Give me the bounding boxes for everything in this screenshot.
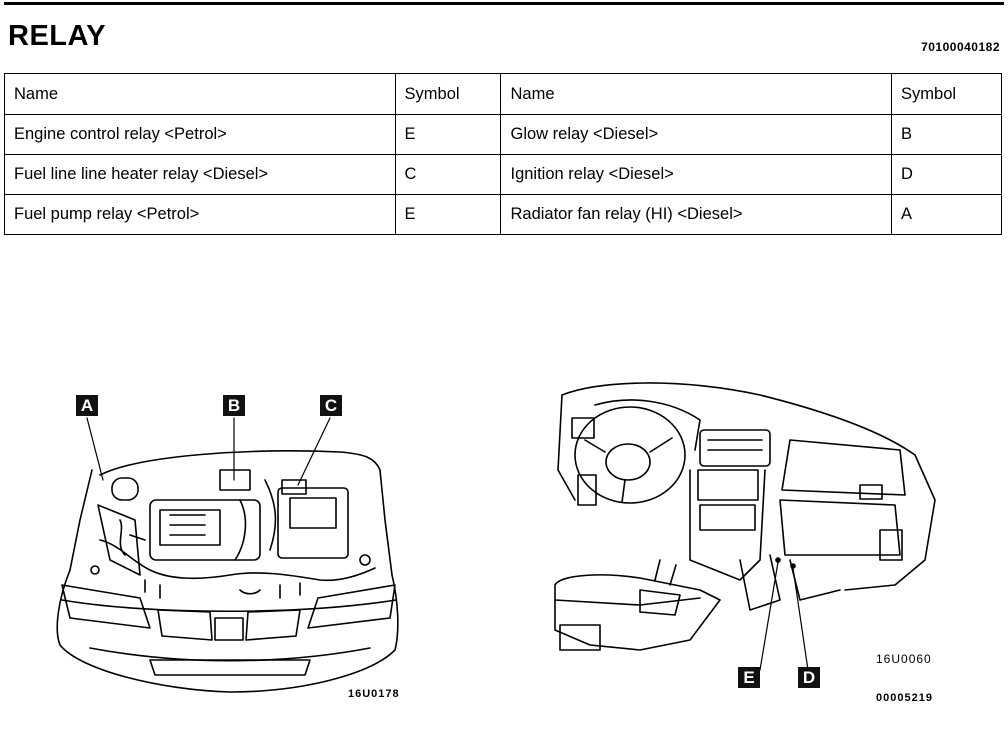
figure-code: 16U0178 — [348, 688, 400, 700]
relay-name-cell: Radiator fan relay (HI) <Diesel> — [500, 194, 893, 235]
relay-symbol-cell: C — [394, 154, 502, 195]
label-box-d: D — [798, 667, 820, 688]
figure-code: 16U0060 — [876, 652, 932, 666]
relay-symbol-cell: E — [394, 194, 502, 235]
relay-name-cell: Ignition relay <Diesel> — [500, 154, 893, 195]
relay-symbol-cell: D — [891, 154, 1002, 195]
relay-table: Name Symbol Name Symbol Engine control r… — [4, 73, 1002, 235]
relay-name-cell: Glow relay <Diesel> — [500, 114, 893, 155]
relay-symbol-cell: B — [891, 114, 1002, 155]
relay-symbol-cell: A — [891, 194, 1002, 235]
page-title: RELAY — [8, 20, 107, 52]
relay-name-cell: Fuel line line heater relay <Diesel> — [4, 154, 396, 195]
table-row: Engine control relay <Petrol> E Glow rel… — [4, 114, 1002, 155]
column-header-symbol: Symbol — [394, 73, 502, 115]
label-box-b: B — [223, 395, 245, 416]
table-row: Fuel line line heater relay <Diesel> C I… — [4, 154, 1002, 195]
column-header-name: Name — [500, 73, 893, 115]
relay-symbol-cell: E — [394, 114, 502, 155]
label-box-e: E — [738, 667, 760, 688]
relay-name-cell: Fuel pump relay <Petrol> — [4, 194, 396, 235]
column-header-name: Name — [4, 73, 396, 115]
top-rule — [4, 2, 1004, 5]
table-header-row: Name Symbol Name Symbol — [4, 73, 1002, 115]
label-box-c: C — [320, 395, 342, 416]
relay-name-cell: Engine control relay <Petrol> — [4, 114, 396, 155]
label-box-a: A — [76, 395, 98, 416]
column-header-symbol: Symbol — [891, 73, 1002, 115]
table-row: Fuel pump relay <Petrol> E Radiator fan … — [4, 194, 1002, 235]
document-number: 70100040182 — [921, 40, 1000, 54]
figure-code: 00005219 — [876, 692, 933, 704]
